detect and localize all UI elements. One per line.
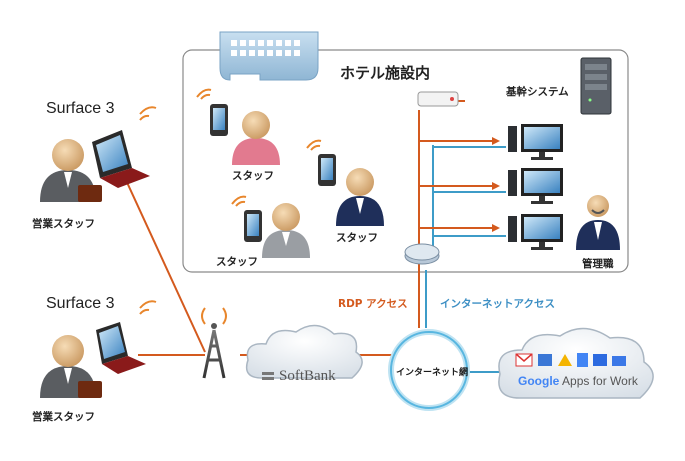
building-icon <box>219 31 319 81</box>
rdp-access-label: RDP アクセス <box>338 298 408 310</box>
hotel-title: ホテル施設内 <box>340 64 431 82</box>
sales-person-icon-1 <box>40 106 157 202</box>
workstation-2 <box>508 168 563 204</box>
surface-label-1: Surface 3 <box>46 100 115 117</box>
staff-person-icon-1 <box>196 88 280 165</box>
briefcase-icon <box>78 185 102 202</box>
sites-icon <box>612 356 626 366</box>
workstation-1 <box>508 124 563 160</box>
briefcase-icon <box>78 381 102 398</box>
calendar-icon <box>538 354 552 366</box>
workstation-3 <box>508 214 563 250</box>
staff-person-icon-3 <box>306 139 384 226</box>
manager-person-icon <box>576 195 620 250</box>
switch-icon <box>404 243 440 265</box>
core-system-label: 基幹システム <box>506 86 569 98</box>
staff-label-3: スタッフ <box>336 232 378 244</box>
drive-icon <box>558 354 572 366</box>
server-icon <box>580 57 612 115</box>
google-word: Google <box>518 374 560 388</box>
staff-label-2: スタッフ <box>216 256 258 268</box>
antenna-icon <box>201 307 227 379</box>
docs-icon <box>577 353 588 367</box>
google-cloud-icon <box>498 327 654 399</box>
staff-label-1: スタッフ <box>232 170 274 182</box>
sales-staff-label-1: 営業スタッフ <box>32 218 95 230</box>
internet-label: インターネット網 <box>396 368 469 378</box>
contacts-icon <box>593 354 607 366</box>
surface-label-2: Surface 3 <box>46 295 115 312</box>
softbank-cloud-icon <box>245 324 363 380</box>
internet-access-label: インターネットアクセス <box>440 298 555 310</box>
manager-label: 管理職 <box>582 258 614 270</box>
softbank-label: SoftBank <box>279 368 336 384</box>
router-icon <box>417 91 459 107</box>
sales-staff-label-2: 営業スタッフ <box>32 411 95 423</box>
google-apps-label: Google Apps for Work <box>518 374 638 388</box>
staff-person-icon-2 <box>231 195 310 258</box>
apps-for-work-word: Apps for Work <box>562 374 638 388</box>
sales-person-icon-2 <box>40 300 157 398</box>
internet-globe-icon <box>388 329 470 411</box>
